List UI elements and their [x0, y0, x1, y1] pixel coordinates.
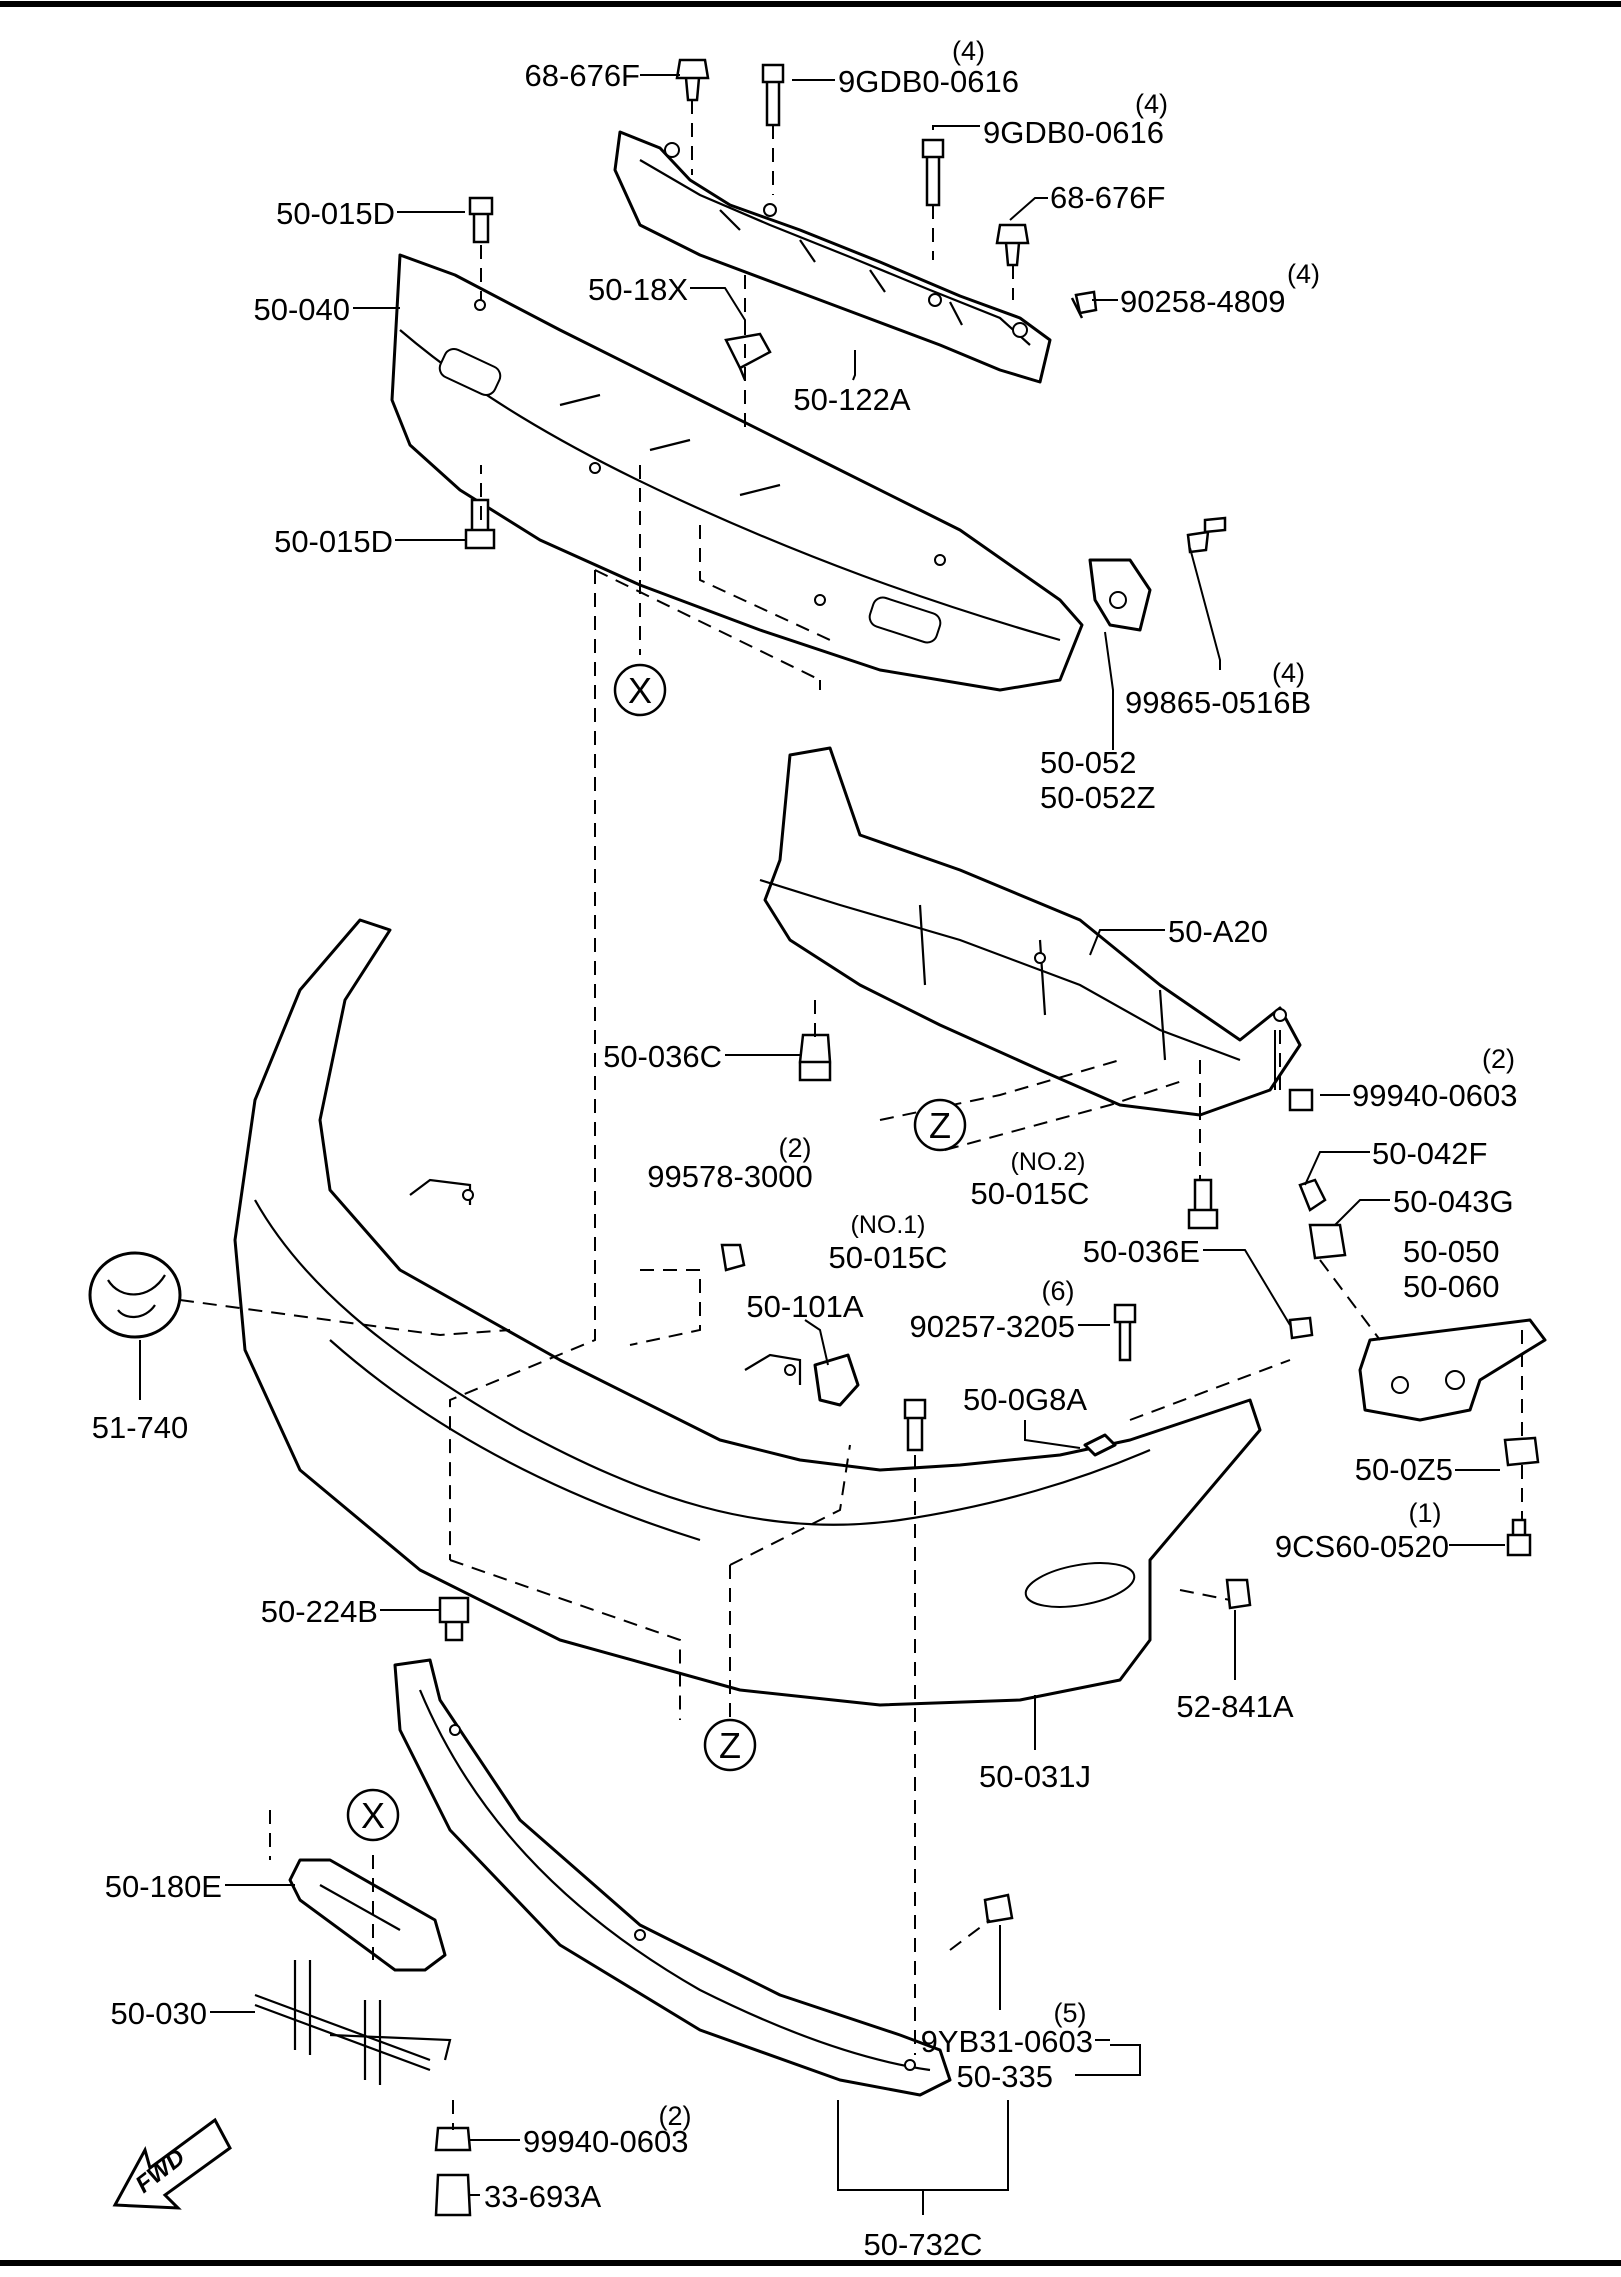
label-50-015C-b: 50-015C	[971, 1176, 1090, 1211]
callout-z-middle: Z	[913, 1098, 967, 1152]
assembly-dash-lines	[179, 100, 1523, 2130]
qty-9YB31-0603: (5)	[1054, 1998, 1087, 2028]
label-9CS60-0520: 9CS60-0520	[1275, 1529, 1449, 1564]
part-50-050-bracket	[1358, 1318, 1547, 1422]
sub-no2: (NO.2)	[1011, 1148, 1086, 1176]
label-99578-3000: 99578-3000	[647, 1159, 813, 1194]
label-50-050: 50-050	[1403, 1234, 1500, 1269]
part-50-040-absorber	[390, 253, 1084, 692]
callout-x-lower: X	[346, 1788, 400, 1842]
label-50-101A: 50-101A	[746, 1289, 864, 1324]
leader-lines	[139, 74, 1505, 2215]
label-68-676F-a: 68-676F	[525, 58, 640, 93]
part-50-031J-bumper	[233, 918, 1262, 1707]
label-50-224B: 50-224B	[261, 1594, 378, 1629]
callout-z-lower: Z	[703, 1718, 757, 1772]
label-50-030: 50-030	[110, 1996, 207, 2031]
label-50-335: 50-335	[956, 2059, 1053, 2094]
label-50-043G: 50-043G	[1393, 1184, 1514, 1219]
label-50-042F: 50-042F	[1372, 1136, 1487, 1171]
label-99940-0603-a: 99940-0603	[1352, 1078, 1518, 1113]
part-50-122A-bracket	[613, 130, 1052, 384]
svg-text:X: X	[628, 670, 652, 711]
part-50-030-bracket	[254, 1960, 452, 2085]
label-50-015D-b: 50-015D	[274, 524, 393, 559]
label-50-732C: 50-732C	[864, 2227, 983, 2262]
part-labels: 68-676F (4) 9GDB0-0616 (4) 9GDB0-0616 68…	[92, 36, 1518, 2262]
label-50-040: 50-040	[253, 292, 350, 327]
qty-99940-0603-b: (2)	[659, 2101, 692, 2131]
qty-99578-3000: (2)	[779, 1133, 812, 1163]
part-50-732C-spoiler	[393, 1658, 952, 2097]
part-50-0G8A-strip	[1083, 1433, 1117, 1457]
label-50-122A: 50-122A	[793, 382, 911, 417]
qty-9GDB0-0616-a: (4)	[952, 36, 985, 66]
label-68-676F-b: 68-676F	[1050, 180, 1165, 215]
callout-x-upper: X	[613, 663, 667, 717]
label-52-841A: 52-841A	[1176, 1689, 1294, 1724]
qty-90258-4809: (4)	[1287, 259, 1320, 289]
label-9YB31-0603: 9YB31-0603	[921, 2024, 1093, 2059]
label-50-180E: 50-180E	[105, 1869, 222, 1904]
part-50-052-bracket	[1088, 558, 1152, 632]
label-33-693A: 33-693A	[484, 2179, 602, 2214]
label-50-0Z5: 50-0Z5	[1355, 1452, 1453, 1487]
part-50-180E-plate	[288, 1858, 447, 1972]
label-51-740: 51-740	[92, 1410, 189, 1445]
label-9GDB0-0616-b: 9GDB0-0616	[983, 115, 1164, 150]
qty-9CS60-0520: (1)	[1409, 1498, 1442, 1528]
label-50-015C-a: 50-015C	[829, 1240, 948, 1275]
label-50-036C: 50-036C	[603, 1039, 722, 1074]
label-50-031J: 50-031J	[979, 1759, 1091, 1794]
label-99940-0603-b: 99940-0603	[523, 2124, 689, 2159]
sub-no1: (NO.1)	[851, 1211, 926, 1239]
label-50-18X: 50-18X	[588, 272, 688, 307]
fasteners	[434, 58, 1540, 2217]
label-50-015D-a: 50-015D	[276, 196, 395, 231]
label-50-052Z: 50-052Z	[1040, 780, 1155, 815]
fwd-arrow-icon: FWD	[112, 2117, 232, 2210]
label-50-060: 50-060	[1403, 1269, 1500, 1304]
part-50-101A-clip	[813, 1353, 860, 1407]
qty-9GDB0-0616-b: (4)	[1135, 89, 1168, 119]
label-99865-0516B: 99865-0516B	[1125, 685, 1311, 720]
qty-99940-0603-a: (2)	[1482, 1044, 1515, 1074]
label-90257-3205: 90257-3205	[910, 1309, 1076, 1344]
label-9GDB0-0616-a: 9GDB0-0616	[838, 64, 1019, 99]
part-50-A20-member	[759, 746, 1302, 1117]
part-51-740-emblem	[88, 1251, 182, 1339]
label-50-052: 50-052	[1040, 745, 1137, 780]
label-90258-4809: 90258-4809	[1120, 284, 1286, 319]
label-50-036E: 50-036E	[1083, 1234, 1200, 1269]
qty-99865-0516B: (4)	[1272, 658, 1305, 688]
svg-text:Z: Z	[929, 1105, 951, 1146]
label-50-0G8A: 50-0G8A	[963, 1382, 1087, 1417]
svg-text:X: X	[361, 1795, 385, 1836]
qty-90257-3205: (6)	[1042, 1276, 1075, 1306]
label-50-A20: 50-A20	[1168, 914, 1268, 949]
svg-text:Z: Z	[719, 1725, 741, 1766]
